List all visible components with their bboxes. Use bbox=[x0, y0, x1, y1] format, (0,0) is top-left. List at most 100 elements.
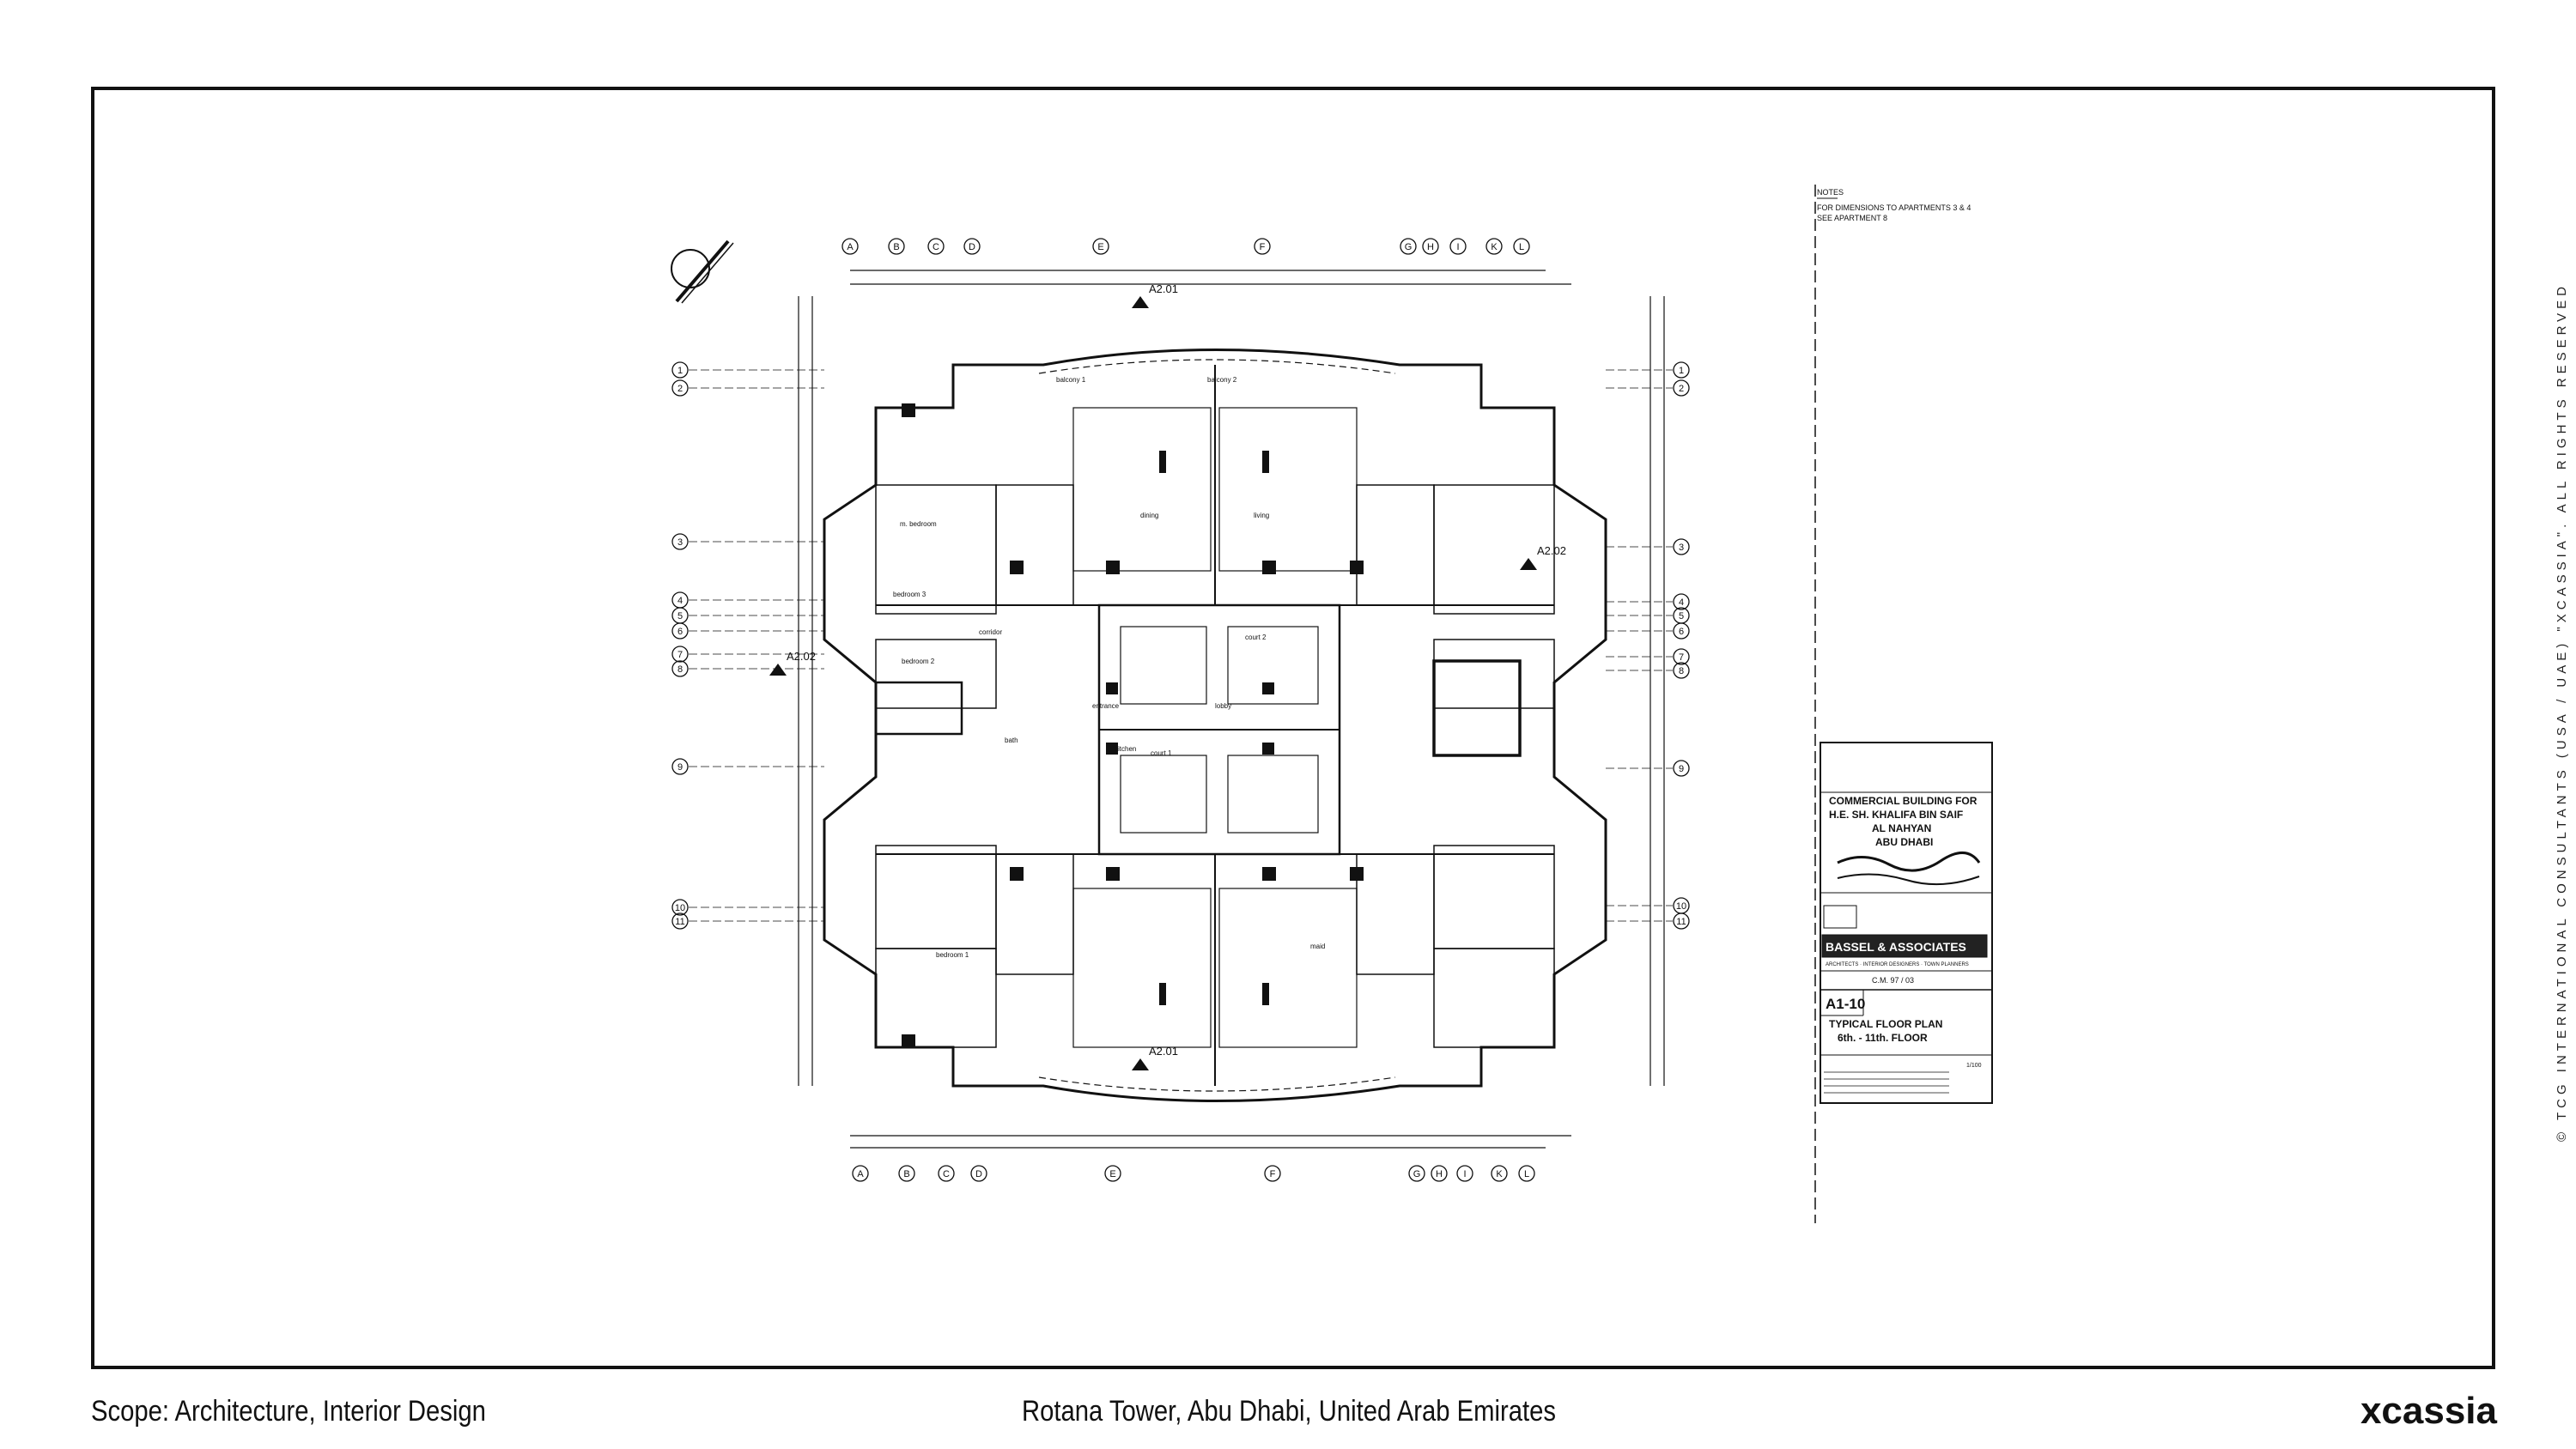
grid-col-top-6: G bbox=[1405, 242, 1413, 252]
grid-col-top-1-circle bbox=[888, 238, 905, 255]
grid-row-right-3: 4 bbox=[1679, 597, 1684, 608]
room-label: living bbox=[1254, 512, 1269, 519]
grid-col-bottom-4-circle bbox=[1104, 1165, 1121, 1182]
footer-scope: Scope: Architecture, Interior Design bbox=[91, 1395, 486, 1428]
tb-firm: BASSEL & ASSOCIATES bbox=[1826, 940, 1966, 954]
grid-row-left-1-circle bbox=[671, 379, 689, 397]
tb-header: COMMERCIAL BUILDING FOR bbox=[1829, 795, 1978, 807]
grid-row-left-8-circle bbox=[671, 758, 689, 775]
grid-col-top-1: B bbox=[893, 242, 899, 252]
section-mark-label: A2.01 bbox=[1149, 282, 1178, 295]
tb-scale: 1/100 bbox=[1966, 1063, 1982, 1069]
grid-col-top-9-circle bbox=[1485, 238, 1503, 255]
grid-row-right-6: 7 bbox=[1679, 652, 1684, 663]
grid-row-right-7-circle bbox=[1673, 662, 1690, 679]
grid-row-left-0: 1 bbox=[677, 366, 683, 376]
grid-row-right-2-circle bbox=[1673, 538, 1690, 555]
grid-row-left-2-circle bbox=[671, 533, 689, 550]
grid-col-bottom-1: B bbox=[903, 1169, 909, 1179]
section-mark-label: A2.02 bbox=[1537, 544, 1566, 557]
grid-col-top-5: F bbox=[1260, 242, 1266, 252]
tb-job-no: C.M. 97 / 03 bbox=[1872, 976, 1914, 985]
xcassia-logo[interactable]: xcassia bbox=[2360, 1390, 2497, 1432]
grid-col-bottom-4: E bbox=[1109, 1169, 1115, 1179]
dimension-lines bbox=[798, 270, 1665, 1149]
room-label: lobby bbox=[1215, 702, 1231, 710]
grid-row-left-10: 11 bbox=[675, 917, 684, 927]
notes-line-1: FOR DIMENSIONS TO APARTMENTS 3 & 4 bbox=[1817, 203, 1971, 212]
grid-row-left-6-circle bbox=[671, 646, 689, 663]
grid-col-top-10-circle bbox=[1513, 238, 1530, 255]
grid-row-right-10: 11 bbox=[1676, 917, 1686, 927]
grid-row-right-2: 3 bbox=[1679, 543, 1684, 553]
grid-row-left-8: 9 bbox=[677, 762, 683, 773]
grid-col-top-5-circle bbox=[1254, 238, 1271, 255]
grid-col-bottom-5-circle bbox=[1264, 1165, 1281, 1182]
section-arrow-icon bbox=[1132, 296, 1149, 308]
structural-columns bbox=[902, 403, 1364, 1048]
room-label: entrance bbox=[1092, 702, 1120, 710]
tb-title-1: TYPICAL FLOOR PLAN bbox=[1829, 1018, 1942, 1030]
grid-col-top-7-circle bbox=[1422, 238, 1439, 255]
grid-col-top-2-circle bbox=[927, 238, 945, 255]
section-mark-label: A2.02 bbox=[787, 650, 816, 663]
grid-col-bottom-3-circle bbox=[970, 1165, 987, 1182]
grid-col-top-7: H bbox=[1427, 242, 1434, 252]
room-label: corridor bbox=[979, 628, 1002, 636]
section-arrow-icon bbox=[1132, 1058, 1149, 1070]
grid-col-top-9: K bbox=[1491, 242, 1498, 252]
grid-row-left-9: 10 bbox=[675, 903, 685, 913]
grid-col-bottom-5: F bbox=[1270, 1169, 1276, 1179]
grid-col-bottom-2-circle bbox=[938, 1165, 955, 1182]
grid-row-left-7-circle bbox=[671, 660, 689, 677]
grid-col-bottom-0: A bbox=[857, 1169, 864, 1179]
grid-row-right-3-circle bbox=[1673, 593, 1690, 610]
section-arrow-icon bbox=[1520, 558, 1537, 570]
grid-row-left-2: 3 bbox=[677, 537, 683, 548]
grid-row-left-5-circle bbox=[671, 622, 689, 640]
grid-col-bottom-3: D bbox=[975, 1169, 982, 1179]
grid-row-left-7: 8 bbox=[677, 664, 683, 675]
room-label: maid bbox=[1310, 943, 1325, 950]
grid-row-right-0: 1 bbox=[1679, 366, 1684, 376]
grid-row-right-5: 6 bbox=[1679, 627, 1684, 637]
room-label: balcony 1 bbox=[1056, 376, 1086, 384]
building-outline bbox=[823, 349, 1607, 1102]
grid-col-top-4-circle bbox=[1092, 238, 1109, 255]
notes-block: NOTES FOR DIMENSIONS TO APARTMENTS 3 & 4… bbox=[1814, 185, 1971, 1223]
grid-row-left-1: 2 bbox=[677, 384, 683, 394]
grid-col-bottom-0-circle bbox=[852, 1165, 869, 1182]
title-block: COMMERCIAL BUILDING FOR H.E. SH. KHALIFA… bbox=[1820, 742, 1993, 1104]
grid-col-top-4: E bbox=[1097, 242, 1103, 252]
tb-client-2: AL NAHYAN bbox=[1872, 822, 1931, 834]
tb-client-1: H.E. SH. KHALIFA BIN SAIF bbox=[1829, 809, 1963, 821]
footer-project: Rotana Tower, Abu Dhabi, United Arab Emi… bbox=[1022, 1395, 1556, 1428]
grid-col-bottom-8: I bbox=[1463, 1169, 1466, 1179]
grid-col-top-3-circle bbox=[963, 238, 981, 255]
grid-row-right-6-circle bbox=[1673, 648, 1690, 665]
tb-location: ABU DHABI bbox=[1875, 836, 1933, 848]
grid-col-bottom-10-circle bbox=[1518, 1165, 1535, 1182]
section-arrow-icon bbox=[769, 664, 787, 676]
grid-col-bottom-6: G bbox=[1413, 1169, 1421, 1179]
grid-row-left-9-circle bbox=[671, 899, 689, 916]
room-label: court 1 bbox=[1151, 749, 1172, 757]
north-arrow-icon bbox=[671, 239, 734, 304]
grid-col-top-6-circle bbox=[1400, 238, 1417, 255]
grid-row-left-6: 7 bbox=[677, 650, 683, 660]
grid-row-right-8-circle bbox=[1673, 760, 1690, 777]
grid-col-bottom-9: K bbox=[1496, 1169, 1503, 1179]
grid-row-right-1-circle bbox=[1673, 379, 1690, 397]
room-label: court 2 bbox=[1245, 634, 1267, 641]
grid-row-right-4: 5 bbox=[1679, 611, 1684, 621]
grid-col-top-3: D bbox=[969, 242, 975, 252]
room-label: bedroom 1 bbox=[936, 951, 969, 959]
room-label: bedroom 3 bbox=[893, 591, 927, 598]
room-label: bath bbox=[1005, 737, 1018, 744]
grid-row-right-7: 8 bbox=[1679, 666, 1684, 676]
grid-row-right-5-circle bbox=[1673, 622, 1690, 640]
